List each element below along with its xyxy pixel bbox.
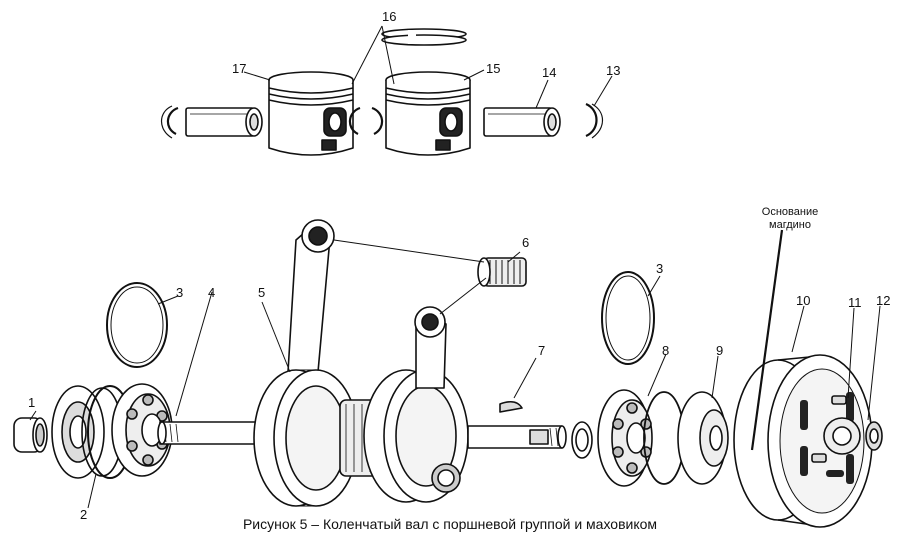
callout-2: 2 xyxy=(80,507,88,522)
oil-seal-9 xyxy=(677,391,729,485)
piston-pin-left xyxy=(185,107,263,137)
snap-ring-mid-left xyxy=(348,106,361,135)
callout-15: 15 xyxy=(486,61,501,76)
spacer-ring xyxy=(571,421,593,459)
callout-14: 14 xyxy=(542,65,557,80)
callout-5: 5 xyxy=(258,285,266,300)
ball-bearing-8 xyxy=(597,389,685,487)
magneto-base-label: Основание магдино xyxy=(752,206,828,232)
magneto-base-label-line-1: Основание xyxy=(761,206,819,218)
callout-12: 12 xyxy=(876,293,891,308)
callout-17: 17 xyxy=(232,61,247,76)
nut-12 xyxy=(865,421,883,451)
snap-ring-mid-right xyxy=(371,106,384,135)
crankshaft-left-journal xyxy=(157,421,273,445)
callout-11: 11 xyxy=(848,295,862,310)
callout-8: 8 xyxy=(662,343,670,358)
piston-right xyxy=(385,71,471,156)
crankshaft-right-journal xyxy=(467,425,567,449)
figure-caption: Рисунок 5 – Коленчатый вал с поршневой г… xyxy=(242,516,658,532)
flywheel-right xyxy=(363,369,469,503)
snap-ring-left xyxy=(160,105,179,139)
connecting-rod-right xyxy=(414,306,447,389)
snap-ring-right xyxy=(585,102,604,139)
bolts-11 xyxy=(811,395,847,463)
piston-pin-right xyxy=(483,107,561,137)
callout-10: 10 xyxy=(796,293,811,308)
needle-bearing-6 xyxy=(477,257,527,287)
woodruff-key-7 xyxy=(499,400,523,413)
callout-16: 16 xyxy=(382,9,397,24)
magneto-base-label-line-2: магдино xyxy=(769,219,811,231)
callout-13: 13 xyxy=(606,63,621,78)
piston-rings xyxy=(381,28,467,46)
o-ring-right xyxy=(601,271,655,365)
flywheel-left xyxy=(253,369,359,507)
callout-3-right: 3 xyxy=(656,261,664,276)
callout-6: 6 xyxy=(522,235,530,250)
flywheel-magneto-10 xyxy=(733,354,873,528)
callout-4: 4 xyxy=(208,285,216,300)
oil-seal-1 xyxy=(13,417,48,453)
o-ring-left xyxy=(106,282,168,368)
callout-9: 9 xyxy=(716,343,724,358)
callout-1: 1 xyxy=(28,395,36,410)
callout-3-left: 3 xyxy=(176,285,184,300)
connecting-rod-left xyxy=(287,219,335,373)
callout-7: 7 xyxy=(538,343,546,358)
piston-left xyxy=(268,71,354,156)
